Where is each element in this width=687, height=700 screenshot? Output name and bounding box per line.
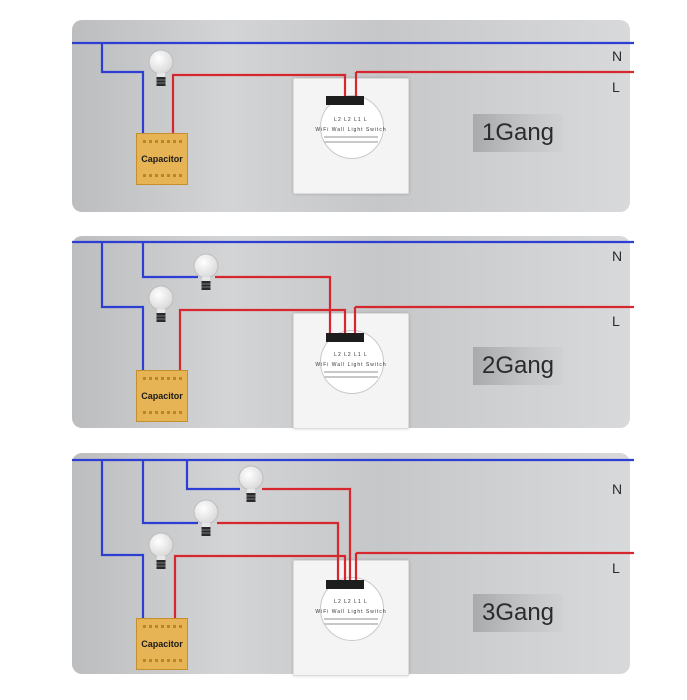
switch-title: WiFi Wall Light Switch (315, 609, 387, 615)
capacitor-label: Capacitor (141, 391, 183, 401)
neutral-branch (100, 242, 145, 370)
load-wire-l1 (178, 308, 347, 370)
gang-label: 1Gang (473, 114, 563, 152)
neutral-branch (141, 242, 198, 279)
terminal-block (326, 96, 364, 105)
terminal-labels: L2 L2 L1 L (334, 117, 368, 123)
switch-title: WiFi Wall Light Switch (315, 362, 387, 368)
neutral-label: N (612, 481, 623, 497)
capacitor-1gang: Capacitor (136, 133, 188, 185)
capacitor-label: Capacitor (141, 154, 183, 164)
light-bulb-icon (148, 285, 174, 323)
light-bulb-icon (148, 532, 174, 570)
switch-back-plate (320, 95, 384, 159)
load-wire-l3 (262, 487, 352, 580)
switch-title: WiFi Wall Light Switch (315, 127, 387, 133)
load-wire-l1 (171, 73, 347, 133)
spec-text-line (324, 623, 378, 625)
neutral-branch (100, 460, 145, 618)
live-label: L (612, 560, 620, 576)
terminal-block (326, 333, 364, 342)
load-wire-l2 (217, 521, 340, 580)
spec-text-line (324, 618, 378, 620)
capacitor-3gang: Capacitor (136, 618, 188, 670)
gang-label: 3Gang (473, 594, 563, 632)
live-label: L (612, 79, 620, 95)
load-wire-l1 (173, 554, 347, 618)
light-bulb-icon (148, 49, 174, 87)
gang-label: 2Gang (473, 347, 563, 385)
load-wire-l2 (215, 275, 332, 333)
light-bulb-icon (193, 253, 219, 291)
spec-text-line (324, 371, 378, 373)
terminal-block (326, 580, 364, 589)
light-bulb-icon (238, 465, 264, 503)
spec-text-line (324, 376, 378, 378)
spec-text-line (324, 141, 378, 143)
spec-text-line (324, 136, 378, 138)
neutral-label: N (612, 48, 623, 64)
capacitor-2gang: Capacitor (136, 370, 188, 422)
neutral-label: N (612, 248, 623, 264)
terminal-labels: L2 L2 L1 L (334, 599, 368, 605)
terminal-labels: L2 L2 L1 L (334, 352, 368, 358)
neutral-branch (185, 460, 240, 491)
neutral-branch (100, 43, 145, 133)
capacitor-label: Capacitor (141, 639, 183, 649)
live-label: L (612, 313, 620, 329)
neutral-branch (141, 460, 198, 525)
light-bulb-icon (193, 499, 219, 537)
